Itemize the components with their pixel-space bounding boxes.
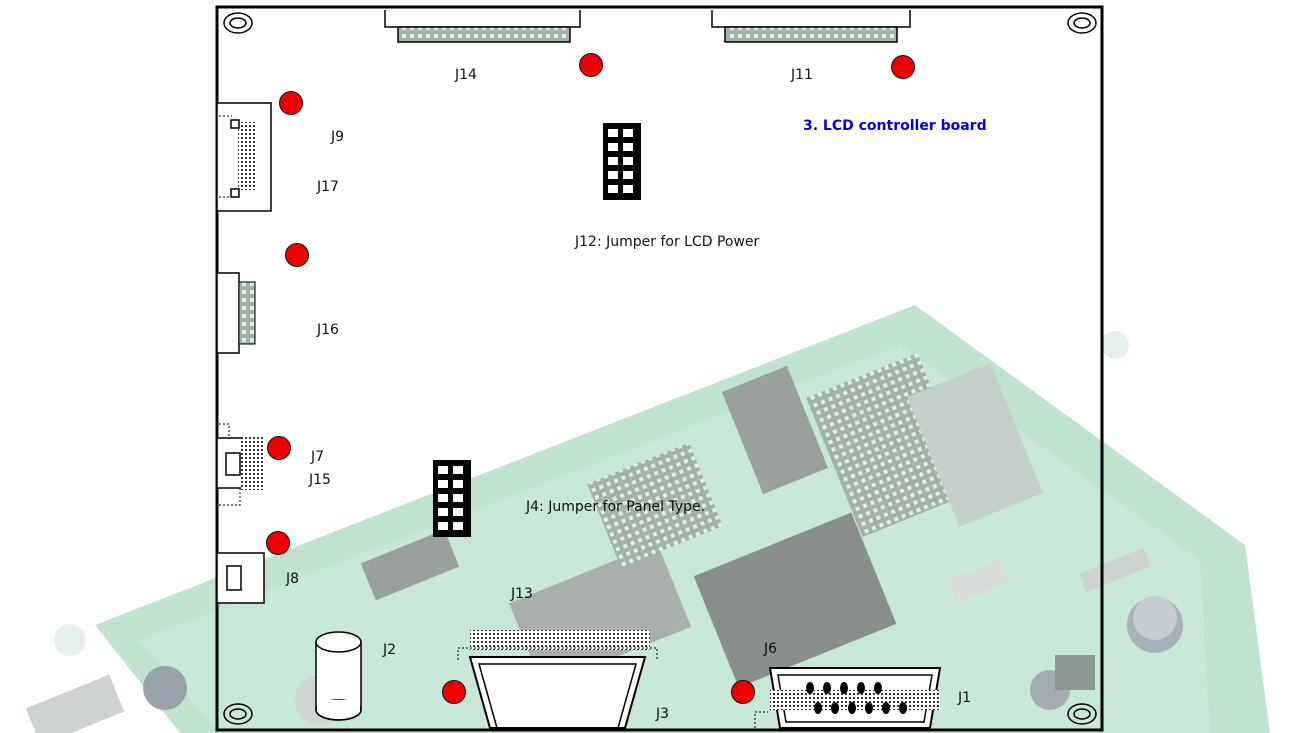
j2-power-jack: [315, 631, 362, 721]
marker-j16: [285, 243, 309, 267]
j1-j6-connector: [754, 667, 942, 729]
j8-connector: [216, 552, 265, 604]
label-j1: J1: [958, 690, 972, 706]
label-j4-note: J4: Jumper for Panel Type.: [526, 499, 706, 515]
j14-connector: [384, 10, 581, 43]
label-j2: J2: [383, 642, 397, 658]
marker-j1-j6: [731, 680, 755, 704]
label-j17: J17: [317, 179, 339, 195]
marker-j11: [891, 55, 915, 79]
mounting-hole-icon: [223, 12, 253, 34]
marker-j8: [266, 531, 290, 555]
marker-j9-j17: [279, 91, 303, 115]
label-j8: J8: [286, 571, 300, 587]
mounting-hole-icon: [1067, 12, 1097, 34]
j12-jumper-block: [603, 123, 641, 200]
label-j9: J9: [331, 129, 345, 145]
j7-j15-connector: [216, 423, 263, 506]
mounting-hole-icon: [1067, 703, 1097, 725]
label-j15: J15: [309, 472, 331, 488]
marker-j7-j15: [267, 436, 291, 460]
label-j12-note: J12: Jumper for LCD Power: [575, 234, 760, 250]
label-j11: J11: [791, 67, 813, 83]
board-outline: [215, 5, 1104, 732]
j11-connector: [711, 10, 911, 43]
label-j14: J14: [455, 67, 477, 83]
label-j13: J13: [511, 586, 533, 602]
diagram-title: 3. LCD controller board: [803, 118, 987, 134]
label-j7: J7: [311, 449, 325, 465]
marker-j14: [579, 53, 603, 77]
mounting-hole-icon: [223, 703, 253, 725]
label-j6: J6: [764, 641, 778, 657]
j9-j17-connector: [216, 102, 272, 212]
label-j16: J16: [317, 322, 339, 338]
j4-jumper-block: [433, 460, 471, 537]
j16-connector: [216, 272, 256, 354]
label-j3: J3: [656, 706, 670, 722]
j3-j13-vga-connector: [457, 630, 658, 729]
marker-j3: [442, 680, 466, 704]
